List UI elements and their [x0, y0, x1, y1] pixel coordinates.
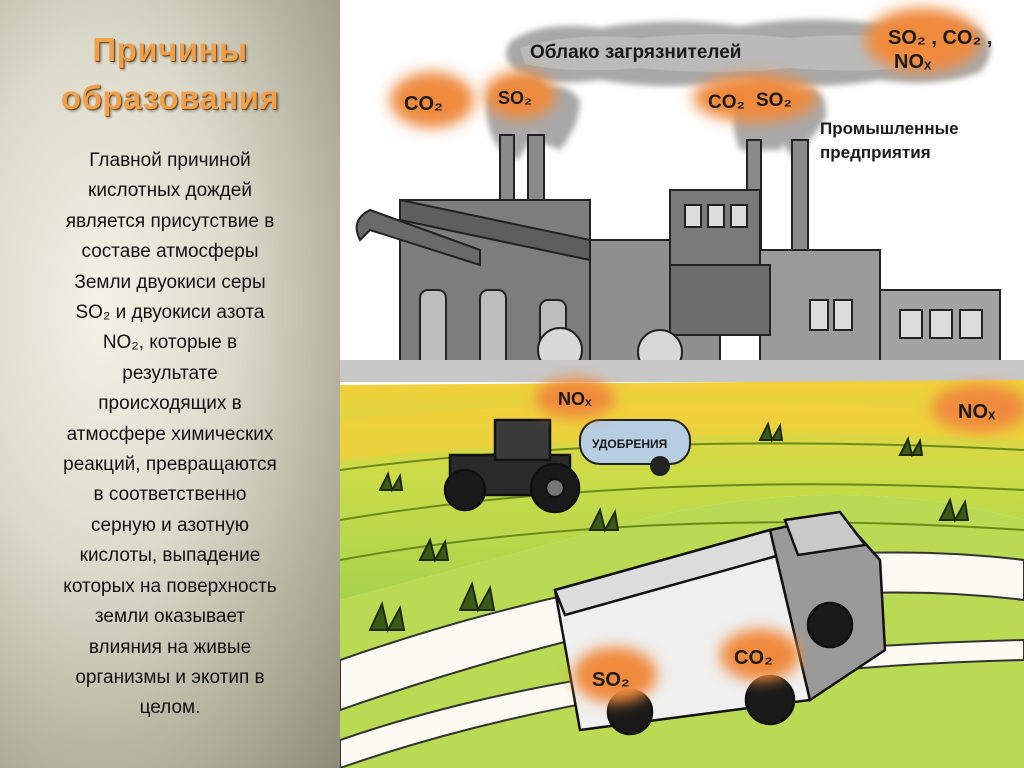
slide-body-text: Главной причиной кислотных дождей являет…: [28, 146, 312, 724]
nox-right-blob: [932, 384, 1024, 432]
body-line: атмосфере химических: [66, 423, 274, 445]
body-line: NO₂, которые в: [102, 332, 238, 354]
body-line: организмы и экотип в: [75, 666, 265, 688]
illustration-svg: Облако загрязнителей SO₂ , CO₂ , NOₓ CO₂…: [340, 8, 1024, 768]
body-line: влияния на живые: [88, 636, 252, 658]
nox-field-label: NOₓ: [558, 389, 592, 409]
co2-so2-blob: [693, 74, 817, 122]
title-line-2: образования: [60, 79, 280, 116]
tractor: [443, 418, 581, 514]
body-line: серную и азотную: [91, 514, 249, 536]
body-line: является присутствие в: [65, 210, 275, 232]
so2-blob: [484, 71, 556, 119]
factory-complex: [340, 134, 1024, 382]
left-text-panel: Причины образования Главной причиной кис…: [0, 0, 340, 768]
truck-so2-blob: [573, 647, 657, 703]
body-line: Главной причиной: [89, 150, 251, 171]
so2-left-label: SO₂: [498, 88, 532, 108]
nox-right-label: NOₓ: [958, 401, 996, 423]
truck-co2-label: CO₂: [734, 647, 773, 669]
body-line: результате: [122, 362, 218, 384]
cloud-formula-1: SO₂ , CO₂ ,: [888, 27, 992, 49]
body-line: земли оказывает: [94, 606, 246, 628]
industry-label-2: предприятия: [820, 143, 931, 162]
body-line: SO₂ и двуокиси азота: [75, 302, 265, 324]
slide-title: Причины образования: [0, 26, 340, 122]
pollution-illustration: Облако загрязнителей SO₂ , CO₂ , NOₓ CO₂…: [340, 0, 1024, 768]
industry-label-1: Промышленные: [820, 119, 959, 138]
so2-mid-label: SO₂: [756, 90, 792, 111]
nox-field-blob: [535, 378, 615, 418]
body-line: происходящих в: [98, 393, 242, 415]
truck-co2-blob: [720, 629, 800, 681]
body-line: составе атмосферы: [81, 241, 259, 263]
cloud-pollutant-blob: [865, 8, 981, 72]
cloud-label: Облако загрязнителей: [530, 42, 741, 63]
fertilizer-tank: УДОБРЕНИЯ: [579, 419, 691, 476]
body-line: целом.: [139, 697, 201, 719]
truck-so2-label: SO₂: [592, 669, 630, 691]
body-line: которых на поверхность: [63, 575, 277, 597]
title-line-1: Причины: [92, 31, 248, 68]
body-line: реакций, превращаются: [63, 454, 277, 476]
co2-left-label: CO₂: [404, 93, 443, 115]
co2-blob: [390, 72, 474, 128]
tank-label: УДОБРЕНИЯ: [592, 437, 667, 451]
cloud-formula-2: NOₓ: [894, 51, 932, 73]
co2-mid-label: CO₂: [708, 92, 745, 113]
pollution-cloud: [506, 8, 990, 86]
body-line: кислоты, выпадение: [79, 545, 261, 567]
body-line: кислотных дождей: [88, 180, 252, 202]
body-line: Земли двуокиси серы: [74, 271, 266, 293]
body-line: в соответственно: [93, 484, 247, 506]
